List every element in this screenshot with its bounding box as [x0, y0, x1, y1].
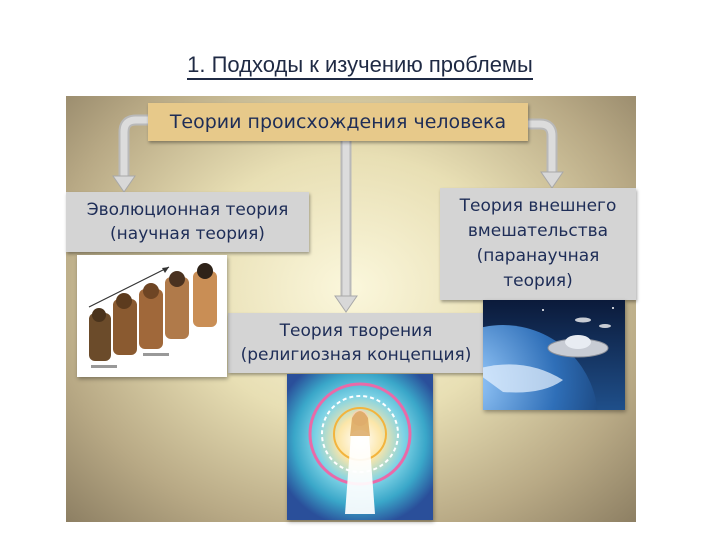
creation-theory-box: Теория творения (религиозная концепция) [228, 313, 484, 373]
ufo-earth-image [483, 300, 625, 410]
evolution-theory-box: Эволюционная теория (научная теория) [66, 192, 309, 252]
evolution-figures-image [77, 255, 227, 377]
external-intervention-box: Теория внешнего вмешательства (паранаучн… [440, 188, 636, 300]
page-title: 1. Подходы к изучению проблемы [0, 52, 720, 80]
root-theory-box: Теории происхождения человека [148, 103, 528, 141]
madonna-mandala-image [287, 374, 433, 520]
